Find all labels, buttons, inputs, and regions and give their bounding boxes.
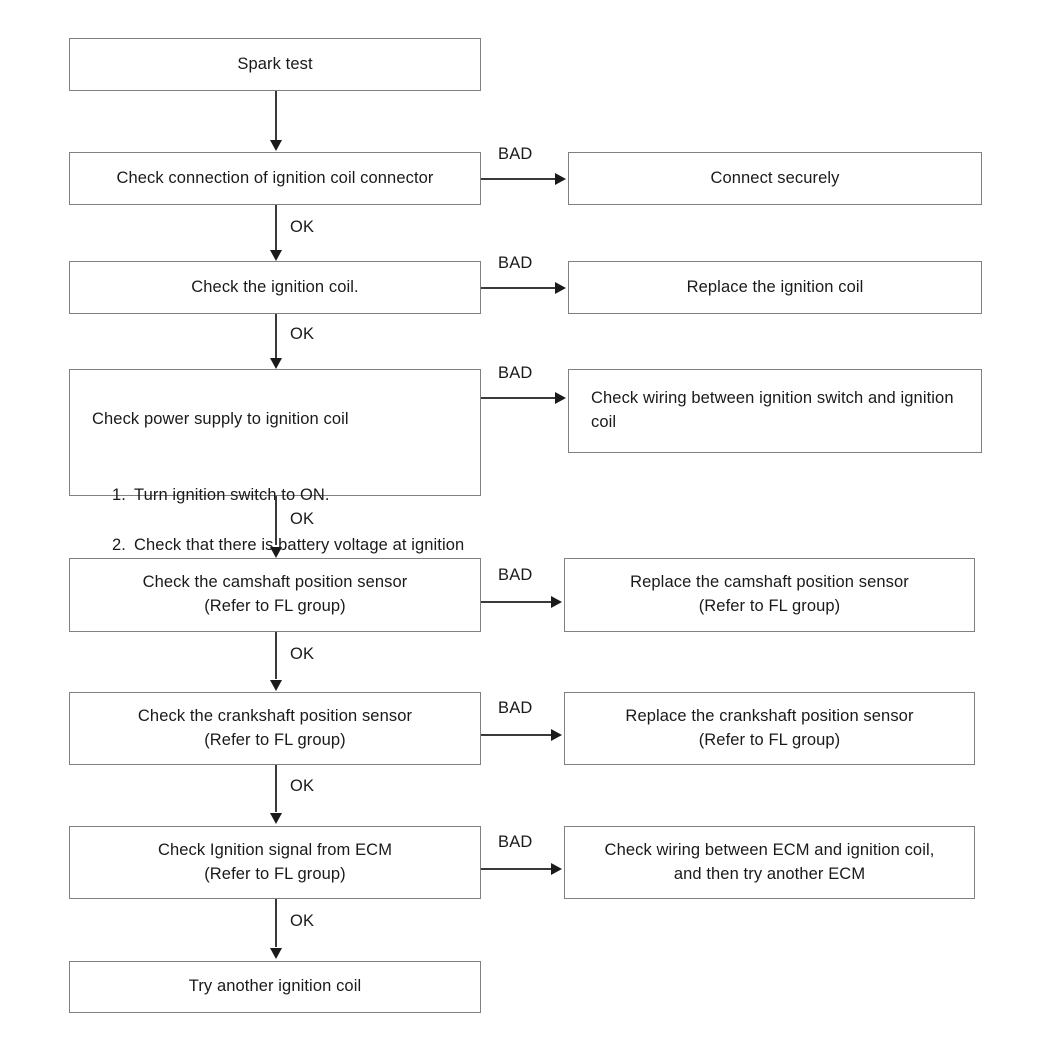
arrowhead-step3-bad: [555, 392, 566, 404]
arrowhead-step6-to-end: [270, 948, 282, 959]
connector-start-to-step1: [275, 91, 277, 141]
node-spark-test-label: Spark test: [237, 54, 313, 73]
edge-label-ok-1: OK: [290, 218, 315, 236]
connector-step4-to-step5: [275, 632, 277, 679]
node-try-another-ignition-coil: Try another ignition coil: [69, 961, 481, 1013]
edge-label-ok-5: OK: [290, 777, 315, 795]
edge-label-ok-6: OK: [290, 912, 315, 930]
node-check-ignition-coil: Check the ignition coil.: [69, 261, 481, 314]
node-check-crankshaft-sensor: Check the crankshaft position sensor (Re…: [69, 692, 481, 765]
edge-label-ok-3: OK: [290, 510, 315, 528]
node-replace-ignition-coil-label: Replace the ignition coil: [686, 277, 864, 296]
arrowhead-start-to-step1: [270, 140, 282, 151]
arrowhead-step2-bad: [555, 282, 566, 294]
node-check-power-supply: Check power supply to ignition coil 1. T…: [69, 369, 481, 577]
edge-label-bad-4: BAD: [498, 566, 533, 584]
node-check-camshaft-sensor-label: Check the camshaft position sensor (Refe…: [142, 573, 408, 615]
connector-step4-bad: [481, 601, 553, 603]
node-check-wiring-ecm: Check wiring between ECM and ignition co…: [564, 826, 975, 899]
connector-step2-bad: [481, 287, 557, 289]
edge-label-bad-5: BAD: [498, 699, 533, 717]
edge-label-ok-4: OK: [290, 645, 315, 663]
edge-label-bad-3: BAD: [498, 364, 533, 382]
node-check-ignition-coil-label: Check the ignition coil.: [191, 277, 359, 296]
node-check-wiring-ignition-switch-label: Check wiring between ignition switch and…: [591, 389, 954, 431]
connector-step6-bad: [481, 868, 553, 870]
arrowhead-step1-to-step2: [270, 250, 282, 261]
power-supply-step-item: 1. Turn ignition switch to ON.: [92, 484, 466, 508]
node-connect-securely-label: Connect securely: [710, 168, 840, 187]
node-replace-crankshaft-sensor: Replace the crankshaft position sensor (…: [564, 692, 975, 765]
arrowhead-step2-to-step3: [270, 358, 282, 369]
arrowhead-step5-bad: [551, 729, 562, 741]
connector-step5-bad: [481, 734, 553, 736]
node-replace-ignition-coil: Replace the ignition coil: [568, 261, 982, 314]
arrowhead-step6-bad: [551, 863, 562, 875]
node-check-connector-label: Check connection of ignition coil connec…: [116, 168, 434, 187]
connector-step6-to-end: [275, 899, 277, 947]
connector-step1-to-step2: [275, 205, 277, 254]
edge-label-bad-2: BAD: [498, 254, 533, 272]
node-connect-securely: Connect securely: [568, 152, 982, 205]
node-replace-camshaft-sensor: Replace the camshaft position sensor (Re…: [564, 558, 975, 632]
power-supply-step-number: 1.: [112, 485, 126, 504]
arrowhead-step1-bad: [555, 173, 566, 185]
node-replace-crankshaft-sensor-label: Replace the crankshaft position sensor (…: [625, 706, 914, 749]
power-supply-step-text: Turn ignition switch to ON.: [134, 485, 330, 504]
node-check-power-supply-heading: Check power supply to ignition coil: [92, 409, 349, 428]
edge-label-ok-2: OK: [290, 325, 315, 343]
connector-step1-bad: [481, 178, 557, 180]
node-check-ignition-signal-ecm-label: Check Ignition signal from ECM (Refer to…: [157, 840, 393, 883]
edge-label-bad-6: BAD: [498, 833, 533, 851]
power-supply-step-number: 2.: [112, 535, 126, 554]
node-check-crankshaft-sensor-label: Check the crankshaft position sensor (Re…: [137, 706, 413, 749]
arrowhead-step5-to-step6: [270, 813, 282, 824]
connector-step5-to-step6: [275, 765, 277, 812]
connector-step3-bad: [481, 397, 557, 399]
node-try-another-ignition-coil-label: Try another ignition coil: [188, 977, 362, 996]
node-check-ignition-signal-ecm: Check Ignition signal from ECM (Refer to…: [69, 826, 481, 899]
node-spark-test: Spark test: [69, 38, 481, 91]
connector-step3-to-step4: [275, 496, 277, 545]
node-check-wiring-ignition-switch: Check wiring between ignition switch and…: [568, 369, 982, 453]
connector-step2-to-step3: [275, 314, 277, 363]
arrowhead-step3-to-step4: [270, 547, 282, 558]
arrowhead-step4-to-step5: [270, 680, 282, 691]
node-check-wiring-ecm-label: Check wiring between ECM and ignition co…: [604, 840, 935, 883]
edge-label-bad-1: BAD: [498, 145, 533, 163]
node-replace-camshaft-sensor-label: Replace the camshaft position sensor (Re…: [630, 573, 909, 615]
node-check-camshaft-sensor: Check the camshaft position sensor (Refe…: [69, 558, 481, 632]
node-check-connector: Check connection of ignition coil connec…: [69, 152, 481, 205]
arrowhead-step4-bad: [551, 596, 562, 608]
